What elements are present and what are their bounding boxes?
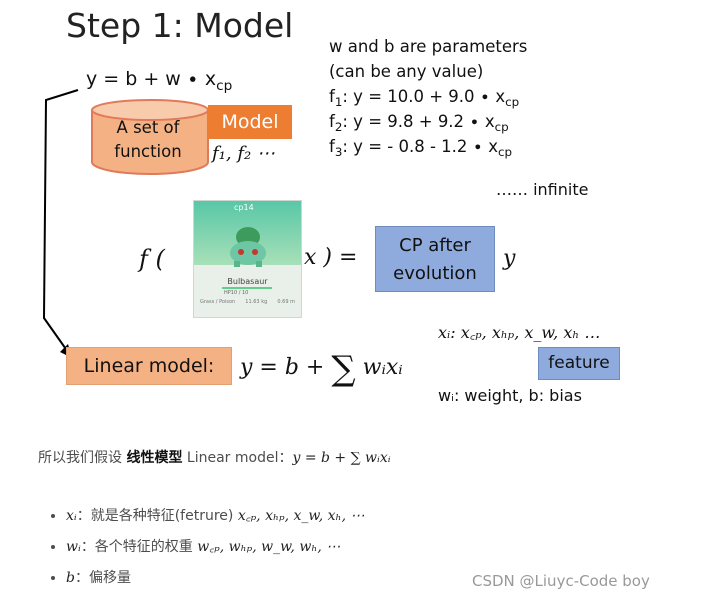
model-equation: y = b + w ∙ xcp [86,68,233,94]
function-set-cylinder [91,99,209,175]
linear-model-label: Linear model: [66,347,232,385]
bullet-bias: b：偏移量 [66,565,365,596]
model-label-box: Model [208,105,292,139]
bullet-features: xᵢ：就是各种特征(fetrure) x꜀ₚ, xₕₚ, x_w, xₕ, ⋯ [66,503,365,534]
function-list: f₁, f₂ ⋯ [212,143,275,164]
bullet-weights: wᵢ：各个特征的权重 w꜀ₚ, wₕₚ, w_w, wₕ, ⋯ [66,534,365,565]
function-1: f1: y = 10.0 + 9.0 ∙ xcp [329,87,520,110]
watermark: CSDN @Liuyc-Code boy [472,572,650,590]
slide-title: Step 1: Model [66,6,294,45]
feature-box: feature [538,347,620,380]
params-heading-2: (can be any value) [329,62,484,81]
feature-definition: xᵢ: x꜀ₚ, xₕₚ, x_w, xₕ … [438,323,601,342]
pokemon-name: Bulbasaur [227,277,268,286]
article-bullet-list: xᵢ：就是各种特征(fetrure) x꜀ₚ, xₕₚ, x_w, xₕ, ⋯ … [48,503,365,596]
pokemon-card-image: cp14 Bulbasaur HP10 / 10 Grass / Poison … [193,200,302,318]
input-close: x ) = [304,245,358,270]
pokemon-stats: Grass / Poison 11.63 kg 0.69 m [200,299,295,305]
output-box: CP after evolution [375,226,495,292]
weight-bias-definition: wᵢ: weight, b: bias [438,386,582,405]
infinite-note: …… infinite [496,180,589,199]
lecture-slide: Step 1: Model y = b + w ∙ xcp A set of f… [42,6,620,405]
flow-arrow [42,89,79,358]
linear-model-equation: y = b + ∑ wᵢxᵢ [240,349,403,389]
params-heading-1: w and b are parameters [329,37,528,56]
parameters-block: w and b are parameters (can be any value… [329,34,527,159]
pokemon-cp: cp14 [234,203,254,212]
function-set-label: A set of function [114,118,182,161]
function-3: f3: y = - 0.8 - 1.2 ∙ xcp [329,137,513,160]
function-2: f2: y = 9.8 + 9.2 ∙ xcp [329,112,509,135]
function-open: f ( [139,245,165,273]
article-paragraph: 所以我们假设 线性模型 Linear model：y = b + ∑ wᵢxᵢ [38,450,391,466]
bulbasaur-icon [230,227,266,267]
pokemon-hp: HP10 / 10 [224,290,249,296]
output-variable: y [503,246,516,271]
